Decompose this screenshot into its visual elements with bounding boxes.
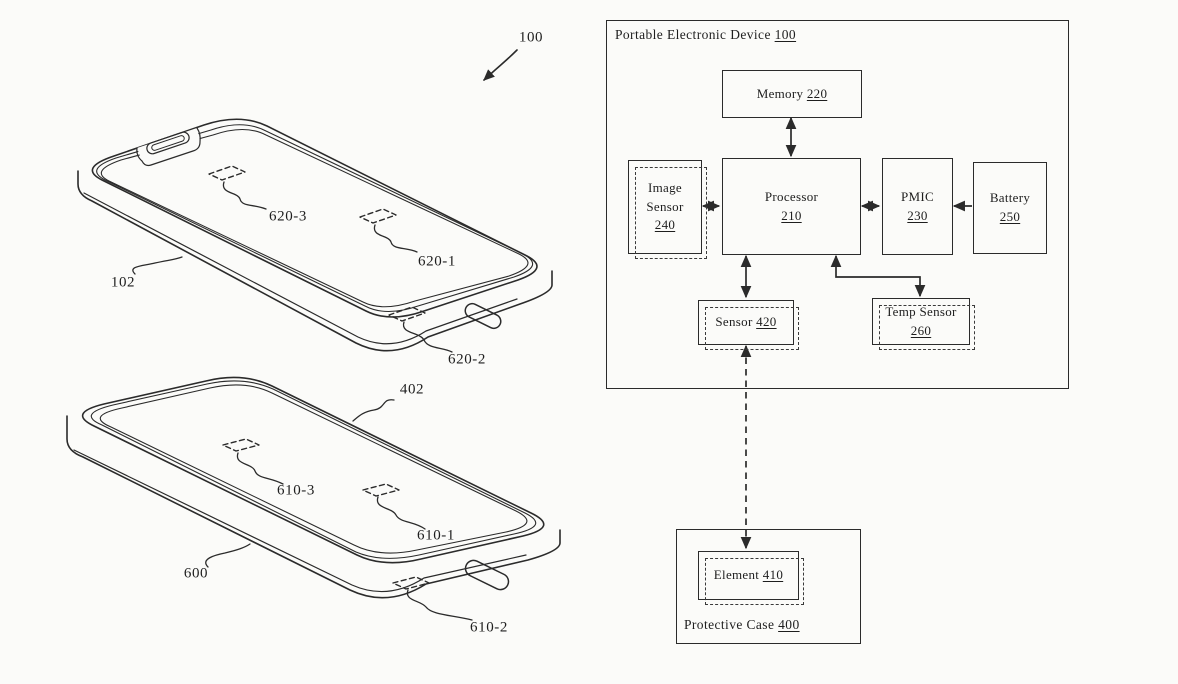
device-outline-box — [606, 20, 1069, 389]
ref-label-610-2: 610-2 — [470, 619, 508, 636]
ref-label-610-1: 610-1 — [417, 527, 455, 544]
block-battery: Battery 250 — [973, 162, 1047, 254]
device-title: Portable Electronic Device 100 — [615, 27, 797, 42]
figure-pointer-arrow — [483, 49, 518, 81]
ref-label-102: 102 — [110, 274, 136, 291]
block-sensor-420: Sensor 420 — [698, 300, 799, 350]
ref-label-100: 100 — [518, 29, 544, 46]
dashed-region-620-3 — [208, 165, 246, 181]
phone-port-oval — [464, 302, 502, 330]
block-pmic: PMIC 230 — [882, 158, 953, 255]
dashed-region-620-1 — [359, 208, 397, 224]
dashed-region-610-3 — [222, 438, 260, 452]
phone-perspective-drawing — [77, 49, 553, 353]
protective-case-box — [676, 529, 861, 644]
ref-label-620-3: 620-3 — [269, 208, 307, 225]
dashed-region-610-1 — [362, 483, 400, 497]
dashed-region-620-2 — [388, 306, 426, 322]
ref-label-600: 600 — [183, 565, 209, 582]
block-element: Element 410 — [698, 551, 804, 605]
ref-label-610-3: 610-3 — [277, 482, 315, 499]
block-image-sensor: Image Sensor 240 — [628, 160, 707, 259]
block-processor: Processor 210 — [722, 158, 861, 255]
case-port-oval — [464, 559, 510, 591]
ref-label-620-2: 620-2 — [448, 351, 486, 368]
block-memory: Memory 220 — [722, 70, 862, 118]
dashed-region-610-2 — [392, 576, 430, 590]
case-perspective-drawing — [66, 376, 561, 621]
case-title: Protective Case 400 — [684, 617, 800, 632]
speaker-grille — [146, 131, 190, 155]
ref-label-620-1: 620-1 — [418, 253, 456, 270]
ref-label-402: 402 — [399, 381, 425, 398]
block-temp-sensor: Temp Sensor 260 — [872, 298, 975, 350]
diagram-connectors — [701, 116, 972, 550]
